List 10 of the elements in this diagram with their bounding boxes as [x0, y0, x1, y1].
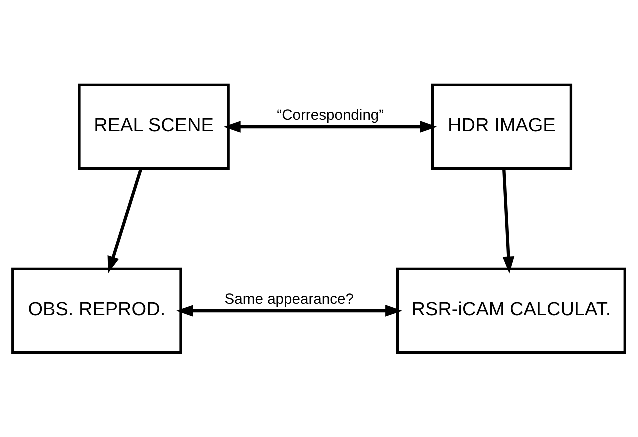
edge-label: Same appearance?	[224, 291, 354, 308]
node-box: REAL SCENE	[78, 83, 230, 170]
edge-label: “Corresponding”	[277, 107, 384, 124]
arrow	[502, 168, 515, 274]
node-box: RSR-iCAM CALCULAT.	[396, 267, 626, 354]
node-box: OBS. REPROD.	[12, 267, 182, 354]
arrow	[108, 168, 143, 274]
node-box: HDR IMAGE	[431, 83, 573, 170]
arrow	[176, 304, 403, 316]
arrow	[224, 120, 438, 132]
